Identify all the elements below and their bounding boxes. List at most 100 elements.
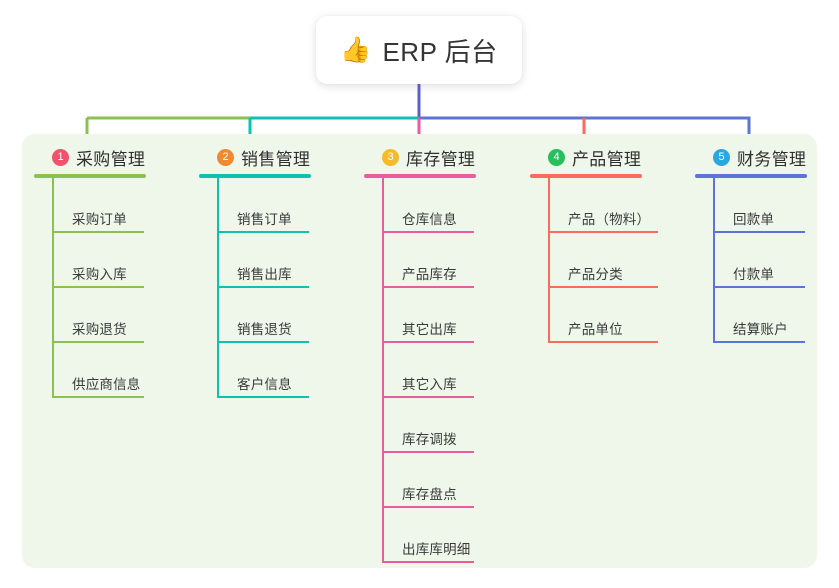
branch-rule-5	[695, 174, 807, 178]
branch-item[interactable]: 产品（物料）	[548, 178, 658, 233]
branch-item-label: 供应商信息	[72, 377, 141, 392]
branch-badge-2: 2	[217, 148, 234, 166]
branch-badge-5: 5	[713, 148, 730, 166]
branch-item-label: 库存盘点	[402, 487, 457, 502]
branch-item-label: 产品（物料）	[568, 212, 651, 227]
branch-stem-3	[382, 178, 384, 563]
branch-item[interactable]: 客户信息	[217, 343, 311, 398]
branch-rule-1	[34, 174, 146, 178]
branch-item-underline	[382, 561, 474, 563]
branch-column-3: 3 库存管理仓库信息产品库存其它出库其它入库库存调拨库存盘点出库库明细	[364, 144, 476, 563]
branch-stem-1	[52, 178, 54, 398]
branch-item[interactable]: 供应商信息	[52, 343, 146, 398]
branch-item[interactable]: 产品分类	[548, 233, 658, 288]
branch-item-underline	[548, 341, 658, 343]
branch-title-4: 产品管理	[572, 149, 642, 169]
branch-item[interactable]: 付款单	[713, 233, 807, 288]
branch-items-4: 产品（物料） 产品分类产品单位	[548, 178, 658, 343]
branch-item-label: 销售订单	[237, 212, 292, 227]
branch-item[interactable]: 仓库信息	[382, 178, 476, 233]
branch-item[interactable]: 销售出库	[217, 233, 311, 288]
branch-item-underline	[382, 231, 474, 233]
branch-item-label: 产品分类	[568, 267, 623, 282]
branch-item[interactable]: 产品库存	[382, 233, 476, 288]
branch-item-label: 仓库信息	[402, 212, 457, 227]
branch-rule-3	[364, 174, 476, 178]
thumbs-up-icon: 👍	[340, 36, 372, 64]
branch-header-4[interactable]: 4 产品管理	[530, 144, 650, 170]
branch-item-underline	[217, 341, 309, 343]
branch-item-underline	[382, 396, 474, 398]
branch-item-underline	[382, 451, 474, 453]
branch-item[interactable]: 采购入库	[52, 233, 146, 288]
branch-item[interactable]: 其它入库	[382, 343, 476, 398]
branch-item-label: 其它入库	[402, 377, 457, 392]
branch-item-label: 回款单	[733, 212, 775, 227]
branch-item-label: 客户信息	[237, 377, 292, 392]
branch-title-1: 采购管理	[76, 149, 146, 169]
branch-item[interactable]: 出库库明细	[382, 508, 476, 563]
branch-item-underline	[217, 286, 309, 288]
branch-item-label: 其它出库	[402, 322, 457, 337]
branch-item[interactable]: 采购订单	[52, 178, 146, 233]
branch-item-underline	[217, 231, 309, 233]
branch-item-underline	[713, 341, 805, 343]
branch-item-underline	[52, 396, 144, 398]
branch-item-underline	[52, 286, 144, 288]
branch-item-label: 采购订单	[72, 212, 127, 227]
branch-item-underline	[382, 286, 474, 288]
branch-badge-3: 3	[382, 148, 399, 166]
branch-item-underline	[713, 231, 805, 233]
branch-badge-1: 1	[52, 148, 69, 166]
branch-items-5: 回款单付款单结算账户	[713, 178, 807, 343]
branch-item-label: 采购退货	[72, 322, 127, 337]
branch-item-underline	[548, 231, 658, 233]
branch-item-label: 销售退货	[237, 322, 292, 337]
branch-items-3: 仓库信息产品库存其它出库其它入库库存调拨库存盘点出库库明细	[382, 178, 476, 563]
branch-rule-2	[199, 174, 311, 178]
branch-header-2[interactable]: 2 销售管理	[199, 144, 311, 170]
branch-header-3[interactable]: 3 库存管理	[364, 144, 476, 170]
branch-item-underline	[713, 286, 805, 288]
branch-item-underline	[217, 396, 309, 398]
branch-header-1[interactable]: 1 采购管理	[34, 144, 146, 170]
branch-items-2: 销售订单销售出库销售退货客户信息	[217, 178, 311, 398]
branch-stem-4	[548, 178, 550, 343]
branch-item-underline	[548, 286, 658, 288]
branch-item[interactable]: 库存调拨	[382, 398, 476, 453]
branch-title-3: 库存管理	[406, 149, 476, 169]
branch-item-label: 付款单	[733, 267, 775, 282]
branch-item-underline	[52, 231, 144, 233]
branch-item[interactable]: 结算账户	[713, 288, 807, 343]
branch-item-label: 销售出库	[237, 267, 292, 282]
branch-item-label: 库存调拨	[402, 432, 457, 447]
root-node-erp-backend[interactable]: 👍 ERP 后台	[316, 16, 522, 84]
branch-column-2: 2 销售管理销售订单销售出库销售退货客户信息	[199, 144, 311, 398]
branch-item[interactable]: 回款单	[713, 178, 807, 233]
branch-item-label: 出库库明细	[402, 542, 471, 557]
branch-item-label: 产品库存	[402, 267, 457, 282]
branch-rule-4	[530, 174, 642, 178]
branch-title-2: 销售管理	[241, 149, 311, 169]
branch-item-label: 结算账户	[733, 322, 788, 337]
branch-column-1: 1 采购管理采购订单采购入库采购退货供应商信息	[34, 144, 146, 398]
branch-item-label: 采购入库	[72, 267, 127, 282]
branch-column-4: 4 产品管理产品（物料） 产品分类产品单位	[530, 144, 658, 343]
branches-panel	[22, 134, 817, 568]
branch-stem-2	[217, 178, 219, 398]
branch-item[interactable]: 产品单位	[548, 288, 658, 343]
branch-stem-5	[713, 178, 715, 343]
branch-item[interactable]: 库存盘点	[382, 453, 476, 508]
branch-item[interactable]: 其它出库	[382, 288, 476, 343]
branch-badge-4: 4	[548, 148, 565, 166]
branch-item-underline	[382, 506, 474, 508]
branch-item-underline	[52, 341, 144, 343]
branch-items-1: 采购订单采购入库采购退货供应商信息	[52, 178, 146, 398]
branch-item[interactable]: 销售订单	[217, 178, 311, 233]
branch-item-label: 产品单位	[568, 322, 623, 337]
branch-item[interactable]: 销售退货	[217, 288, 311, 343]
branch-item[interactable]: 采购退货	[52, 288, 146, 343]
